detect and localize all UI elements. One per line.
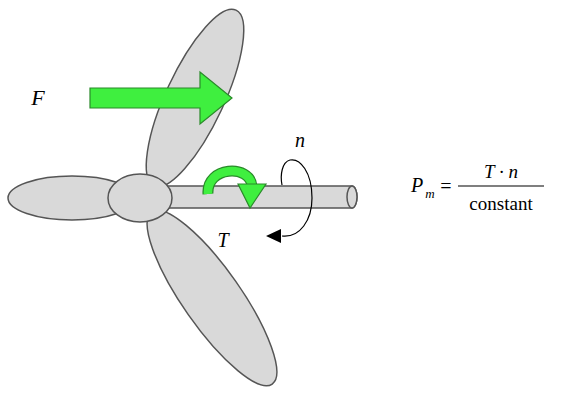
fraction-bar [458,185,544,186]
speed-label: n [295,130,305,150]
equals-sign: = [440,176,451,196]
hub [108,174,172,222]
equation-denominator: constant [469,194,532,213]
torque-label: T [217,230,228,250]
power-subscript: m [425,187,434,200]
force-arrow [90,72,232,124]
equation-numerator: T · n [484,162,518,181]
power-symbol: P [411,175,423,195]
rotation-arrowhead [266,229,281,243]
rotation-loop [281,160,312,236]
force-label: F [31,87,44,109]
torque-arrowhead [238,184,266,208]
shaft-end [347,186,357,208]
lower-blade [128,195,296,396]
